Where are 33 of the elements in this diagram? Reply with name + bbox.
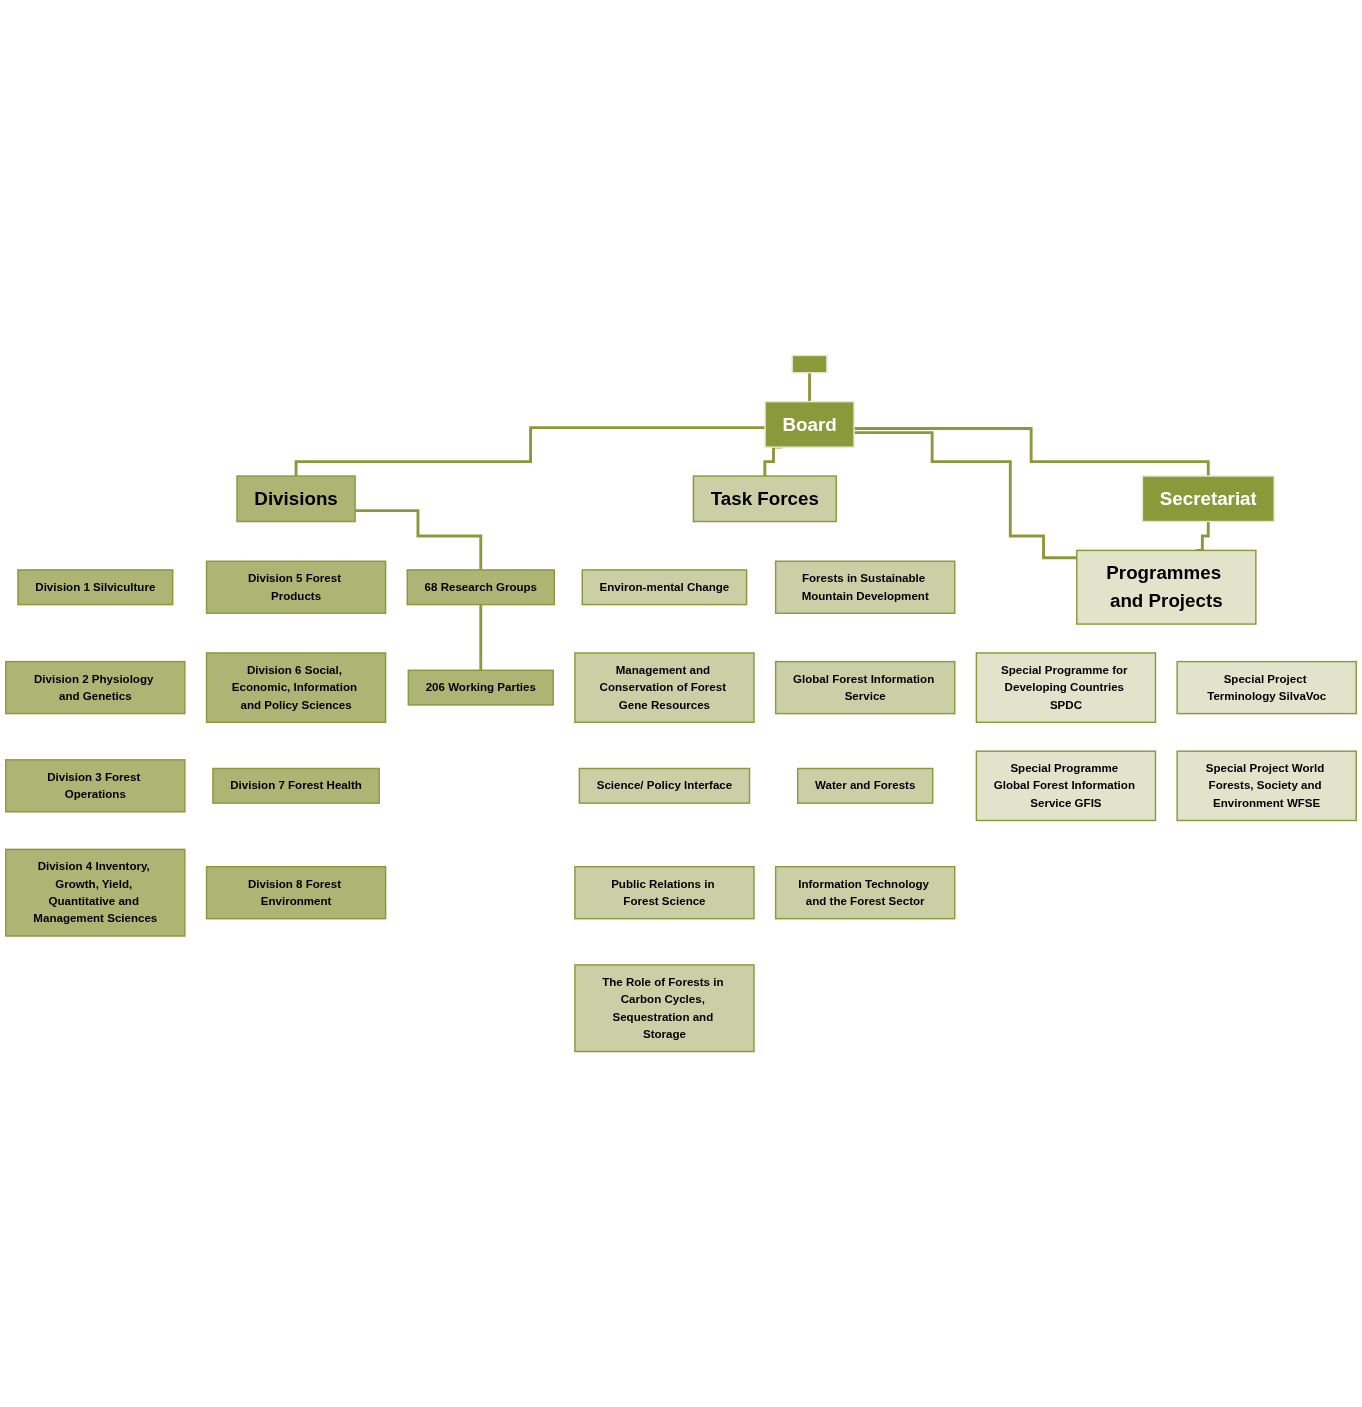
node-box: Public Relations in Forest Science — [574, 866, 755, 920]
node-box: Division 8 Forest Environment — [205, 866, 387, 920]
node-box: Secretariat — [1141, 475, 1275, 523]
node-box — [791, 354, 828, 374]
node-box: Board — [764, 400, 855, 448]
connector — [854, 431, 1077, 560]
node-box: Information Technology and the Forest Sector — [774, 866, 956, 920]
connector — [479, 603, 483, 672]
node-box: Science/ Policy Interface — [578, 767, 751, 804]
node-box: Special Programme for Developing Countries SPDC — [975, 652, 1157, 723]
node-box: 206 Working Parties — [407, 669, 554, 706]
node-box: Management and Conservation of Forest Gene Resources — [574, 652, 755, 723]
node-box: Division 6 Social, Economic, Information and Policy Sciences — [205, 652, 387, 723]
node-box: Environ-mental Change — [581, 569, 748, 606]
node-box: Water and Forests — [796, 767, 934, 804]
node-box: Division 4 Inventory, Growth, Yield, Quantitative and Management Sciences — [5, 848, 186, 937]
connector — [294, 426, 766, 478]
node-box: Division 5 Forest Products — [205, 560, 387, 614]
node-box: Special Project Terminology SilvaVoc — [1176, 660, 1357, 715]
node-box: Division 2 Physiology and Genetics — [5, 660, 186, 715]
node-box: Division 3 Forest Operations — [5, 759, 186, 813]
node-box: Programmes and Projects — [1076, 549, 1257, 625]
node-box: Division 1 Silviculture — [17, 569, 174, 606]
node-box: Division 7 Forest Health — [212, 767, 380, 804]
node-box: The Role of Forests in Carbon Cycles, Sequestration and Storage — [574, 964, 755, 1053]
node-box: Task Forces — [692, 475, 837, 523]
connector — [854, 427, 1210, 478]
node-box: Special Programme Global Forest Information Service GFIS — [975, 750, 1157, 822]
node-box: Forests in Sustainable Mountain Development — [774, 560, 956, 614]
node-box: Special Project World Forests, Society and Environment WFSE — [1176, 750, 1357, 822]
node-box: 68 Research Groups — [406, 569, 556, 606]
node-box: Divisions — [236, 475, 356, 523]
node-box: Global Forest Information Service — [774, 660, 956, 715]
